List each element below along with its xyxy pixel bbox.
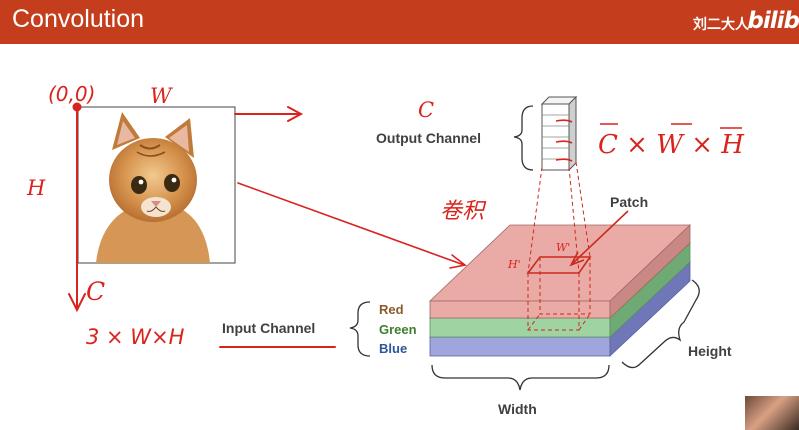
slide-title: Convolution <box>12 5 145 33</box>
c-label: C <box>86 277 105 306</box>
output-channel-label: Output Channel <box>376 130 481 146</box>
c-axis-arrow <box>68 109 86 313</box>
patch-label: Patch <box>610 194 648 210</box>
w-label: W <box>150 84 174 108</box>
output-channel-column <box>540 95 578 172</box>
image-to-volume-arrow <box>237 182 467 269</box>
height-label: Height <box>688 343 732 359</box>
h-label: H <box>26 176 46 200</box>
output-shape-label: C × W × H <box>598 130 745 160</box>
width-label: Width <box>498 401 537 417</box>
output-shape-overlines <box>600 123 742 129</box>
origin-label: (0,0) <box>48 82 95 106</box>
patch-projection <box>526 161 592 331</box>
patch-pointer-arrow <box>569 210 629 267</box>
kitten-image <box>77 106 236 264</box>
output-c-label: C <box>418 98 434 122</box>
input-channel-brace <box>349 301 371 357</box>
presenter-webcam <box>745 396 799 430</box>
channel-green-label: Green <box>379 322 417 337</box>
uploader-watermark: 刘二大人 <box>693 17 749 33</box>
title-bar: Convolution 刘二大人 bilib <box>0 0 799 44</box>
patch-w-label: W' <box>556 241 570 254</box>
input-channel-label: Input Channel <box>222 320 315 336</box>
width-brace <box>431 364 610 391</box>
bilibili-logo: bilib <box>747 8 799 34</box>
input-shape-label: 3 × W×H <box>86 325 185 349</box>
conv-note: 卷积 <box>440 199 487 224</box>
output-channel-brace <box>513 105 534 171</box>
height-brace <box>621 279 700 369</box>
w-axis-arrow <box>234 106 304 122</box>
handwritten-annotations <box>68 102 467 348</box>
channel-red-label: Red <box>379 302 404 317</box>
channel-blue-label: Blue <box>379 341 407 356</box>
patch-h-label: H' <box>507 258 521 271</box>
input-volume <box>428 224 692 357</box>
